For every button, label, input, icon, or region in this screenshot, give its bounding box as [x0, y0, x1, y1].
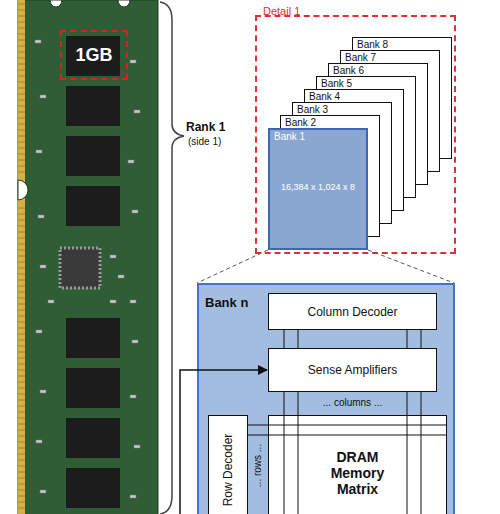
node-label: DRAM Memory Matrix — [318, 449, 398, 497]
top-notch — [50, 0, 62, 7]
node-label: Bank 5 — [321, 78, 411, 89]
circuit-board — [18, 0, 158, 514]
bit-line — [407, 415, 408, 514]
side-notch — [18, 180, 28, 200]
rank-brace — [160, 2, 184, 514]
side-label: (side 1) — [188, 136, 248, 147]
label-holder: (side 1) — [188, 136, 248, 150]
row-decoder: Row Decoder — [208, 415, 248, 514]
label-holder: ... rows ... — [250, 420, 266, 510]
word-line — [268, 435, 447, 436]
spd-chip — [60, 248, 100, 288]
bit-line — [284, 415, 285, 514]
memory-chip — [66, 418, 120, 458]
node-label: Column Decoder — [307, 305, 397, 319]
node-label: Sense Amplifiers — [308, 363, 397, 377]
node-label: Bank 8 — [357, 39, 447, 50]
node-label: 1GB — [75, 45, 112, 66]
zoom-line — [197, 250, 454, 283]
node-label: Detail 1 — [263, 5, 300, 17]
decoder-box: Column Decoder — [268, 293, 437, 330]
input-arrow — [180, 370, 267, 514]
node-label: Bank 4 — [309, 91, 399, 102]
memory-chip — [66, 318, 120, 358]
memory-chip — [66, 186, 120, 226]
sense-amplifier-box: Sense Amplifiers — [268, 348, 437, 392]
smd-components — [35, 40, 140, 498]
memory-chip — [66, 136, 120, 176]
bank-dimensions: 16,384 x 1,024 x 8 — [274, 182, 362, 192]
memory-chip — [66, 86, 120, 126]
label-holder: ... columns ... — [268, 397, 437, 411]
node-label: Row Decoder — [221, 434, 235, 507]
node-label: Bank 3 — [297, 104, 387, 115]
columns-label: ... columns ... — [268, 397, 437, 408]
signal-lines — [284, 330, 421, 348]
node-label: Bank 1 — [274, 131, 362, 142]
signal-lines — [248, 425, 268, 435]
label-holder: Rank 1 — [186, 120, 246, 136]
bit-line — [421, 415, 422, 514]
rank-label: Rank 1 — [186, 120, 246, 134]
bit-line — [298, 415, 299, 514]
memory-matrix: DRAM Memory Matrix — [268, 415, 447, 514]
highlighted-chip: 1GB — [60, 30, 128, 80]
detail-frame: Detail 1Bank 8Bank 7Bank 6Bank 5Bank 4Ba… — [255, 15, 456, 254]
node-label: Bank 7 — [345, 52, 435, 63]
memory-chip — [66, 468, 120, 508]
word-line — [268, 425, 447, 426]
memory-chip — [66, 36, 120, 76]
top-notch — [118, 0, 130, 7]
node-label: Bank n — [205, 295, 248, 310]
memory-chip — [66, 368, 120, 408]
gold-contacts — [18, 0, 25, 514]
rows-label: ... rows ... — [253, 443, 264, 486]
signal-lines — [284, 392, 421, 415]
memory-bank: Bank 1 16,384 x 1,024 x 8 — [268, 128, 368, 250]
node-label: Bank 2 — [285, 117, 375, 128]
contact-pins — [18, 4, 25, 508]
node-label: Bank 6 — [333, 65, 423, 76]
